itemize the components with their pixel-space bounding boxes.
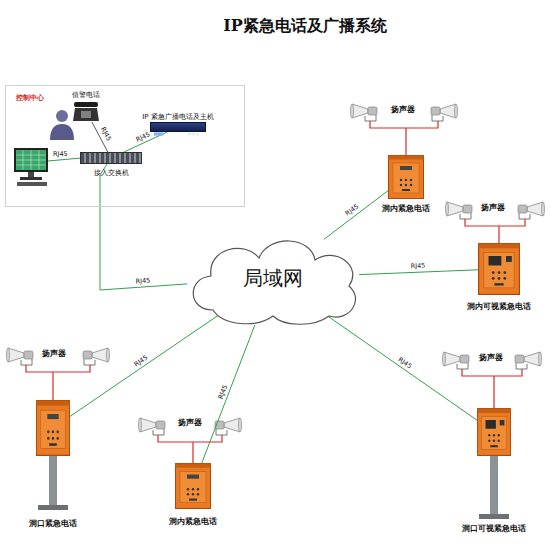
speaker-group bbox=[445, 202, 544, 243]
computer-wire bbox=[48, 158, 81, 161]
node-label: 洞口紧急电话 bbox=[29, 518, 77, 529]
lan-cloud: 局域网 bbox=[183, 228, 363, 328]
edge-label: RJ45 bbox=[99, 125, 113, 142]
node-label: 控制中心 bbox=[16, 94, 44, 103]
edge-label: RJ45 bbox=[136, 276, 151, 285]
phone-pole bbox=[479, 456, 509, 519]
access-switch: 接入交换机 bbox=[80, 152, 142, 164]
control-center: 控制中心值警电话IP 紧急广播电话及主机接入交换机 bbox=[5, 85, 245, 207]
lan-connector bbox=[100, 164, 187, 290]
node-label: 洞内紧急电话 bbox=[382, 203, 430, 214]
lan-connector bbox=[327, 316, 477, 421]
emergency-phone-cabinet: 洞口紧急电话 bbox=[36, 400, 70, 456]
speaker-group bbox=[350, 104, 457, 155]
node-shape bbox=[72, 100, 100, 122]
node-label: 局域网 bbox=[243, 265, 303, 292]
speaker-group bbox=[138, 418, 241, 463]
lan-connector bbox=[359, 270, 478, 275]
video-phone-cabinet: 洞口可视紧急电话 bbox=[477, 408, 511, 456]
lan-connector bbox=[324, 191, 388, 240]
speaker-label: 扬声器 bbox=[479, 352, 503, 363]
video-phone-cabinet: 洞内可视紧急电话 bbox=[478, 243, 520, 295]
edge-label: RJ45 bbox=[411, 262, 426, 271]
diagram-title: IP紧急电话及广播系统 bbox=[223, 16, 387, 37]
edge-label: RJ45 bbox=[397, 355, 414, 370]
operator-icon bbox=[50, 110, 74, 140]
node-shape bbox=[175, 463, 211, 509]
speaker-label: 扬声器 bbox=[481, 202, 505, 213]
node-shape bbox=[478, 243, 520, 295]
phone-pole bbox=[38, 456, 68, 510]
speaker-group bbox=[442, 352, 541, 408]
speaker-label: 扬声器 bbox=[178, 417, 202, 428]
node-shape bbox=[477, 408, 511, 456]
edge-label: RJ45 bbox=[344, 203, 361, 218]
emergency-phone-cabinet: 洞内紧急电话 bbox=[388, 155, 424, 199]
node-label: 洞内紧急电话 bbox=[169, 516, 217, 527]
lan-connector bbox=[70, 315, 218, 416]
node-shape bbox=[388, 155, 424, 199]
broadcast-host: IP 紧急广播电话及主机 bbox=[150, 122, 206, 132]
node-shape bbox=[151, 123, 205, 131]
edge-label: RJ45 bbox=[132, 353, 149, 368]
edge-label: RJ45 bbox=[135, 130, 152, 143]
node-shape bbox=[36, 400, 70, 456]
lan-connector bbox=[202, 325, 255, 463]
node-label: 洞口可视紧急电话 bbox=[462, 523, 526, 534]
node-label: IP 紧急广播电话及主机 bbox=[142, 112, 214, 122]
emergency-phone-cabinet: 洞内紧急电话 bbox=[175, 463, 211, 509]
node-label: 接入交换机 bbox=[94, 168, 129, 178]
node-label: 值警电话 bbox=[72, 90, 100, 100]
computer-icon bbox=[14, 148, 48, 186]
desk-phone: 值警电话 bbox=[72, 100, 100, 122]
edge-label: RJ45 bbox=[216, 384, 229, 401]
speaker-group bbox=[6, 348, 109, 400]
wire-label: RJ45 bbox=[53, 150, 68, 158]
node-label: 洞内可视紧急电话 bbox=[467, 301, 531, 312]
speaker-label: 扬声器 bbox=[42, 348, 66, 359]
speaker-label: 扬声器 bbox=[391, 104, 415, 115]
